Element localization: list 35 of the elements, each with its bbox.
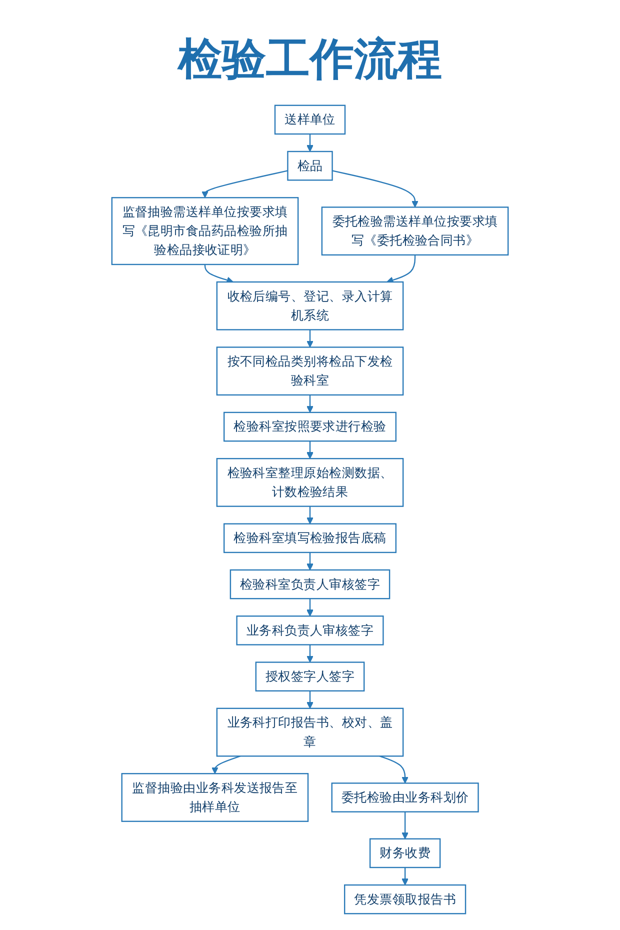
arrow (402, 868, 409, 886)
node-box: 委托检验由业务科划价 (331, 782, 479, 812)
node-box: 财务收费 (369, 838, 441, 868)
arrow (306, 506, 314, 524)
node-box: 送样单位 (274, 104, 346, 135)
node-box: 检验科室负责人审核签字 (230, 569, 390, 600)
node-box: 检验科室整理原始检测数据、计数检验结果 (216, 458, 404, 507)
arrow (402, 812, 409, 840)
node-box: 按不同检品类别将检品下发检验科室 (216, 346, 404, 396)
node-box: 检品 (287, 150, 333, 181)
arrow (211, 756, 241, 774)
arrow (306, 552, 314, 570)
arrow (332, 170, 418, 208)
node-box: 业务科打印报告书、校对、盖章 (216, 708, 404, 757)
arrow (306, 644, 314, 663)
node-box: 凭发票领取报告书 (344, 884, 466, 914)
arrow (202, 170, 288, 198)
arrow (306, 690, 314, 709)
node-box: 监督抽验需送样单位按要求填写《昆明市食品药品检验所抽验检品接收证明》 (111, 197, 299, 266)
arrow (306, 330, 314, 348)
arrow (386, 254, 416, 284)
arrow (306, 394, 314, 413)
arrow (204, 264, 234, 284)
node-box: 检验科室按照要求进行检验 (223, 412, 397, 442)
arrow (306, 598, 314, 616)
node-box: 委托检验需送样单位按要求填写《委托检验合同书》 (321, 206, 509, 256)
node-box: 授权签字人签字 (255, 662, 365, 692)
node-box: 监督抽验由业务科发送报告至抽样单位 (121, 773, 309, 822)
arrow (379, 756, 409, 784)
node-box: 检验科室填写检验报告底稿 (223, 523, 397, 554)
node-box: 业务科负责人审核签字 (236, 616, 384, 646)
node-box: 收检后编号、登记、录入计算机系统 (216, 281, 404, 330)
arrow (306, 134, 314, 152)
arrow (306, 441, 314, 459)
title: 检验工作流程 (178, 33, 442, 87)
